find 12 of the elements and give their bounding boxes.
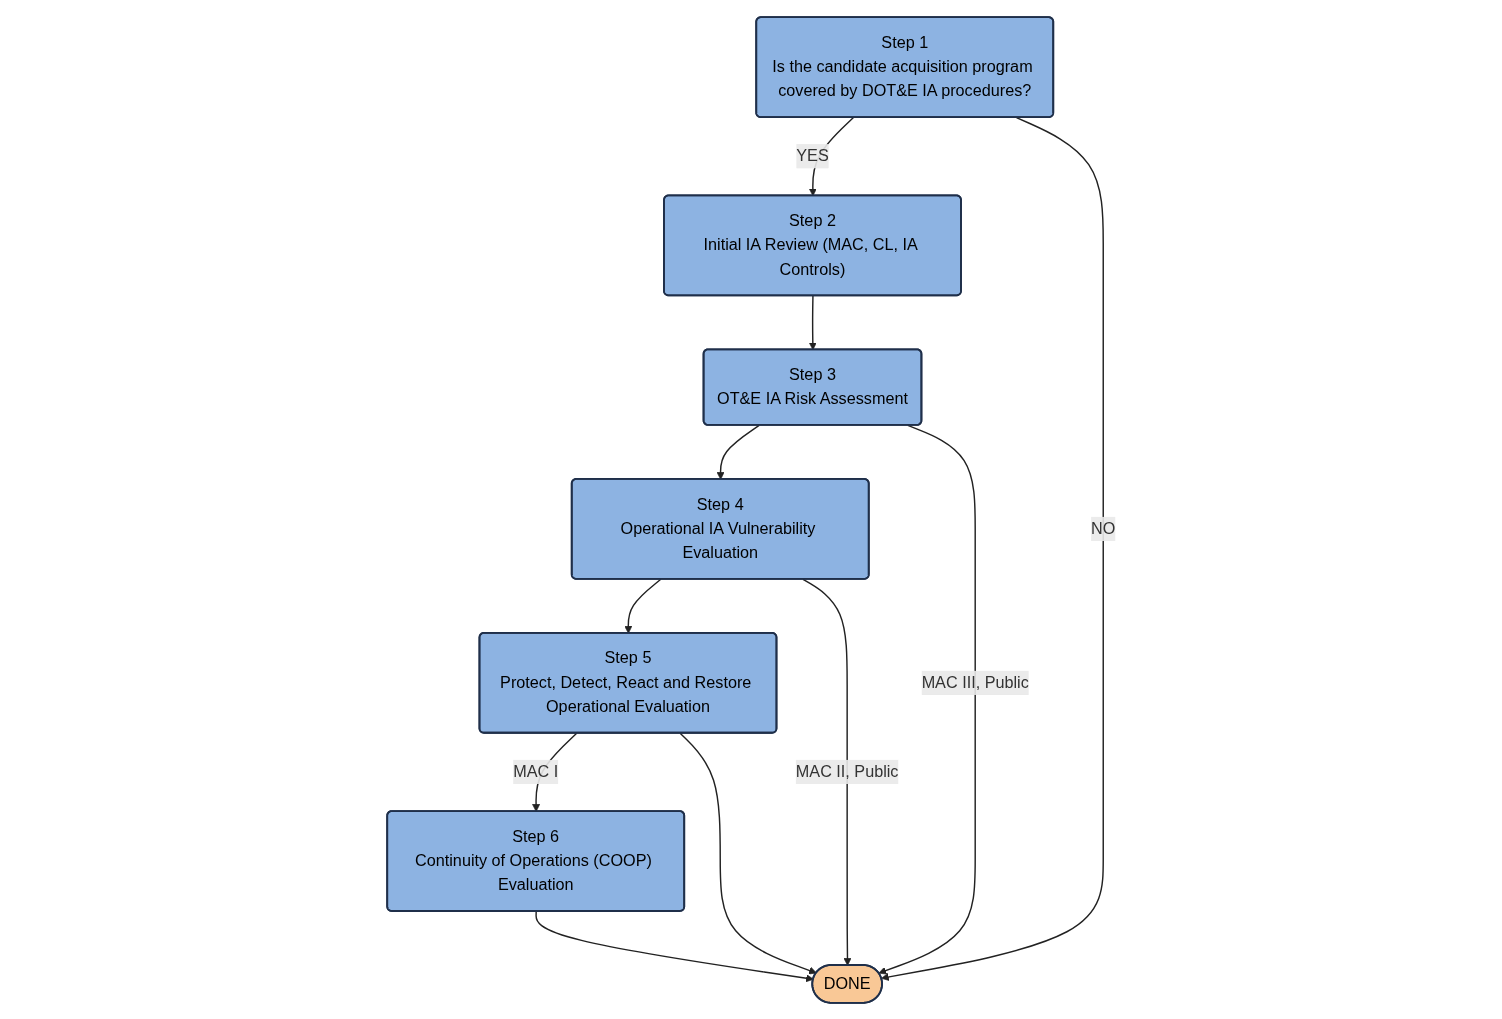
edge-label: MAC II, Public xyxy=(795,761,899,780)
edge-label: MAC III, Public xyxy=(921,672,1029,691)
arrow xyxy=(878,424,976,974)
arrow xyxy=(880,116,1104,981)
arrow xyxy=(679,732,817,974)
arrow xyxy=(808,294,817,350)
edge-label: MAC I xyxy=(512,761,558,780)
arrow xyxy=(802,578,852,966)
edge-label: YES xyxy=(795,146,829,165)
arrow xyxy=(624,578,662,634)
arrow xyxy=(716,424,760,480)
edge-label: NO xyxy=(1090,518,1116,537)
